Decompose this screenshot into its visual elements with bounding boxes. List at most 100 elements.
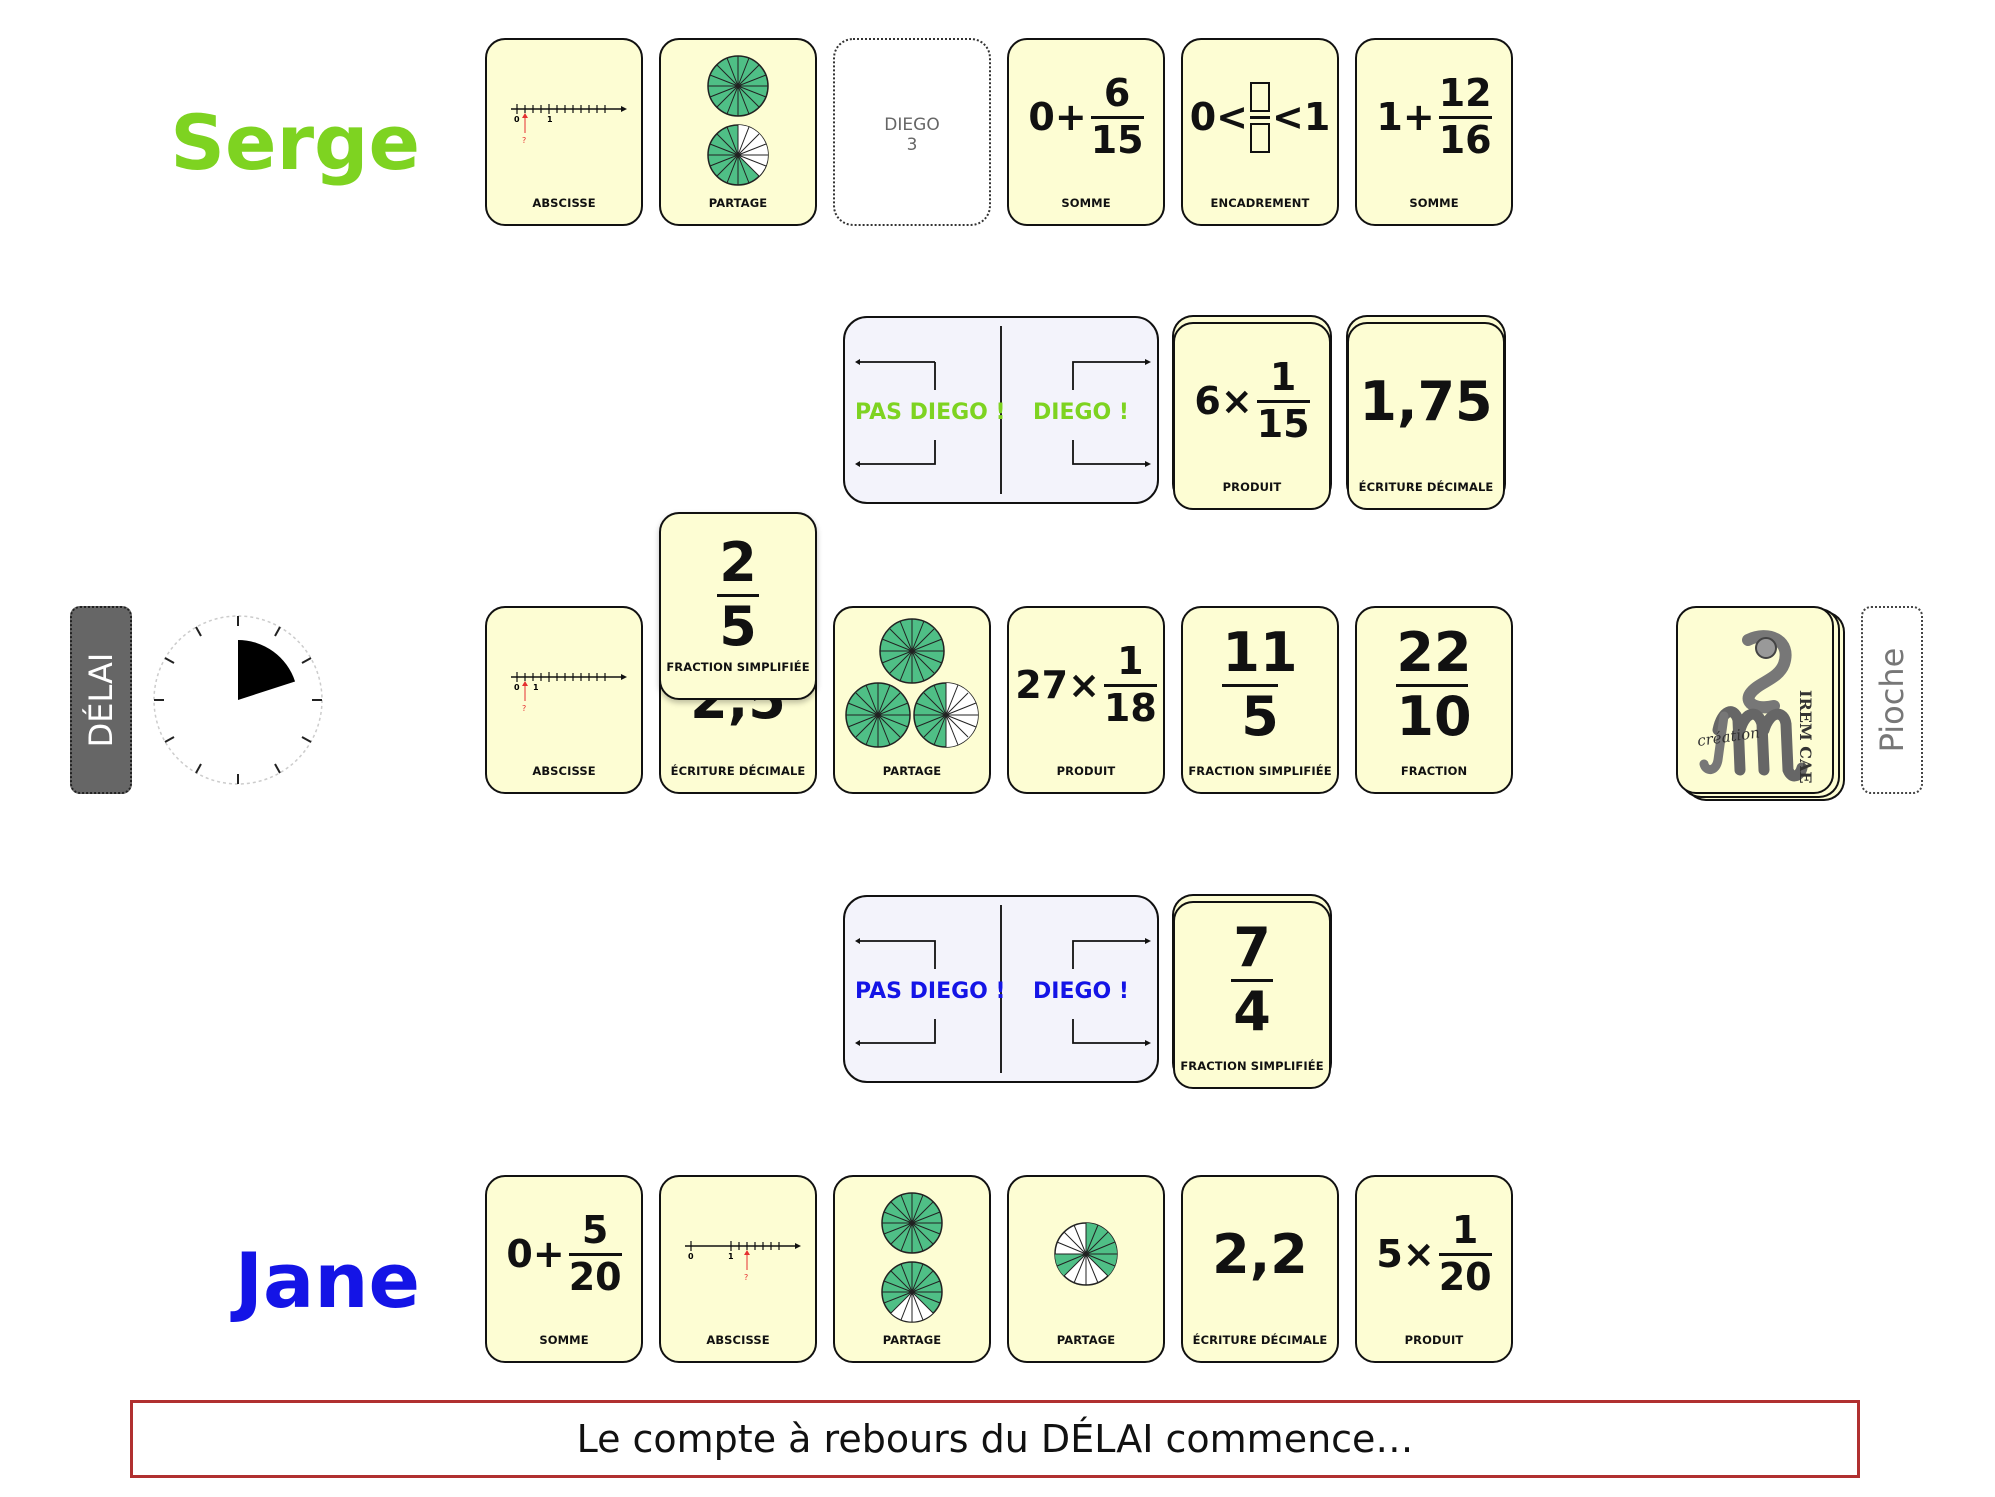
card-caption: ABSCISSE bbox=[532, 764, 596, 778]
serge-judge-zone[interactable]: PAS DIEGO ! DIEGO ! bbox=[843, 316, 1159, 504]
frac-den: 16 bbox=[1438, 117, 1492, 162]
expr-lead: 1+ bbox=[1376, 95, 1435, 139]
number-line-icon: 0 1 ? bbox=[685, 1241, 801, 1282]
delai-label: DÉLAI bbox=[82, 652, 120, 748]
card-caption: ENCADREMENT bbox=[1210, 196, 1310, 210]
card-caption: PARTAGE bbox=[882, 1333, 942, 1347]
blank-box bbox=[1250, 122, 1270, 153]
frac-num: 1 bbox=[1117, 638, 1144, 683]
nl-question: ? bbox=[522, 136, 526, 145]
diego-slot-count: 3 bbox=[906, 135, 918, 155]
center-card-partage: PARTAGE bbox=[833, 606, 991, 794]
frac-den: 18 bbox=[1103, 685, 1157, 730]
serge-card-encadrement[interactable]: 0< <1 ENCADREMENT bbox=[1181, 38, 1339, 226]
pioche-button[interactable]: Pioche bbox=[1861, 606, 1923, 794]
jane-judge-zone[interactable]: PAS DIEGO ! DIEGO ! bbox=[843, 895, 1159, 1083]
frac-den: 15 bbox=[1256, 401, 1310, 446]
player-name-serge: Serge bbox=[170, 98, 420, 187]
frac-num: 1 bbox=[1451, 1207, 1479, 1252]
frac-den: 4 bbox=[1233, 979, 1271, 1043]
card-caption: ÉCRITURE DÉCIMALE bbox=[1358, 480, 1494, 494]
pie-icon bbox=[1054, 1222, 1118, 1286]
draw-pile[interactable]: IREM CAEN création bbox=[1676, 606, 1834, 794]
pie-icon bbox=[845, 618, 979, 748]
center-card-abscisse: 0 1 ? ABSCISSE bbox=[485, 606, 643, 794]
frac-num: 1 bbox=[1269, 354, 1297, 399]
card-caption: ABSCISSE bbox=[706, 1333, 770, 1347]
nl-question: ? bbox=[744, 1273, 748, 1282]
card-caption: SOMME bbox=[1061, 196, 1111, 210]
nl-zero: 0 bbox=[514, 115, 520, 124]
card-caption: SOMME bbox=[1409, 196, 1459, 210]
diego-button[interactable]: DIEGO ! bbox=[1033, 400, 1129, 425]
frac-den: 15 bbox=[1090, 117, 1144, 162]
jane-card-decimal[interactable]: 2,2 ÉCRITURE DÉCIMALE bbox=[1181, 1175, 1339, 1363]
frac-den: 5 bbox=[1241, 684, 1279, 748]
frac-num: 6 bbox=[1103, 70, 1131, 115]
frac-den: 20 bbox=[1438, 1254, 1492, 1299]
pie-icon bbox=[707, 55, 769, 186]
enc-left: 0< bbox=[1189, 95, 1248, 139]
card-caption: PARTAGE bbox=[708, 196, 768, 210]
jane-card-partage-2[interactable]: PARTAGE bbox=[1007, 1175, 1165, 1363]
decimal-value: 1,75 bbox=[1359, 369, 1493, 433]
nl-zero: 0 bbox=[688, 1252, 694, 1261]
expr-lead: 5× bbox=[1376, 1232, 1435, 1276]
expr-lead: 0+ bbox=[1028, 95, 1087, 139]
pioche-label: Pioche bbox=[1873, 647, 1911, 753]
frac-num: 2 bbox=[719, 530, 757, 594]
frac-den: 10 bbox=[1396, 684, 1472, 748]
logo-text-bottom: création bbox=[1696, 723, 1761, 750]
nl-question: ? bbox=[522, 704, 526, 713]
blank-box bbox=[1250, 81, 1270, 112]
frac-den: 20 bbox=[568, 1254, 622, 1299]
diego-button[interactable]: DIEGO ! bbox=[1033, 979, 1129, 1004]
card-caption: ÉCRITURE DÉCIMALE bbox=[670, 764, 806, 778]
nl-zero: 0 bbox=[514, 683, 520, 692]
card-caption: PARTAGE bbox=[1056, 1333, 1116, 1347]
judge-arrows bbox=[855, 938, 1151, 1046]
countdown-timer-icon bbox=[153, 615, 323, 785]
expr-lead: 0+ bbox=[506, 1232, 565, 1276]
pas-diego-button[interactable]: PAS DIEGO ! bbox=[855, 979, 1006, 1004]
delai-button[interactable]: DÉLAI bbox=[70, 606, 132, 794]
serge-card-partage[interactable]: PARTAGE bbox=[659, 38, 817, 226]
card-caption: FRACTION bbox=[1400, 764, 1468, 778]
card-caption: SOMME bbox=[539, 1333, 589, 1347]
serge-card-abscisse[interactable]: 0 1 ? ABSCISSE bbox=[485, 38, 643, 226]
diego-slot-label: DIEGO bbox=[884, 115, 940, 135]
card-caption: PARTAGE bbox=[882, 764, 942, 778]
jane-card-partage-1[interactable]: PARTAGE bbox=[833, 1175, 991, 1363]
frac-num: 11 bbox=[1222, 620, 1298, 684]
card-caption: PRODUIT bbox=[1222, 480, 1282, 494]
judge-arrows bbox=[855, 359, 1151, 467]
player-name-jane: Jane bbox=[234, 1236, 420, 1325]
card-caption: FRACTION SIMPLIFIÉE bbox=[666, 660, 810, 674]
card-caption: PRODUIT bbox=[1404, 1333, 1464, 1347]
pas-diego-button[interactable]: PAS DIEGO ! bbox=[855, 400, 1006, 425]
expr-lead: 6× bbox=[1194, 379, 1253, 423]
serge-played-decimal: 1,75 ÉCRITURE DÉCIMALE bbox=[1347, 322, 1505, 510]
enc-right: <1 bbox=[1272, 95, 1331, 139]
jane-card-abscisse[interactable]: 0 1 ? ABSCISSE bbox=[659, 1175, 817, 1363]
judge-divider bbox=[1000, 905, 1002, 1073]
judge-divider bbox=[1000, 326, 1002, 494]
frac-den: 5 bbox=[719, 594, 757, 658]
irem-logo-icon: IREM CAEN création bbox=[1696, 630, 1815, 784]
card-caption: PRODUIT bbox=[1056, 764, 1116, 778]
card-caption: FRACTION SIMPLIFIÉE bbox=[1188, 764, 1332, 778]
card-caption: ABSCISSE bbox=[532, 196, 596, 210]
card-caption: FRACTION SIMPLIFIÉE bbox=[1180, 1059, 1324, 1073]
serge-diego-slot[interactable]: DIEGO 3 bbox=[833, 38, 991, 226]
card-caption: ÉCRITURE DÉCIMALE bbox=[1192, 1333, 1328, 1347]
nl-one: 1 bbox=[547, 115, 553, 124]
